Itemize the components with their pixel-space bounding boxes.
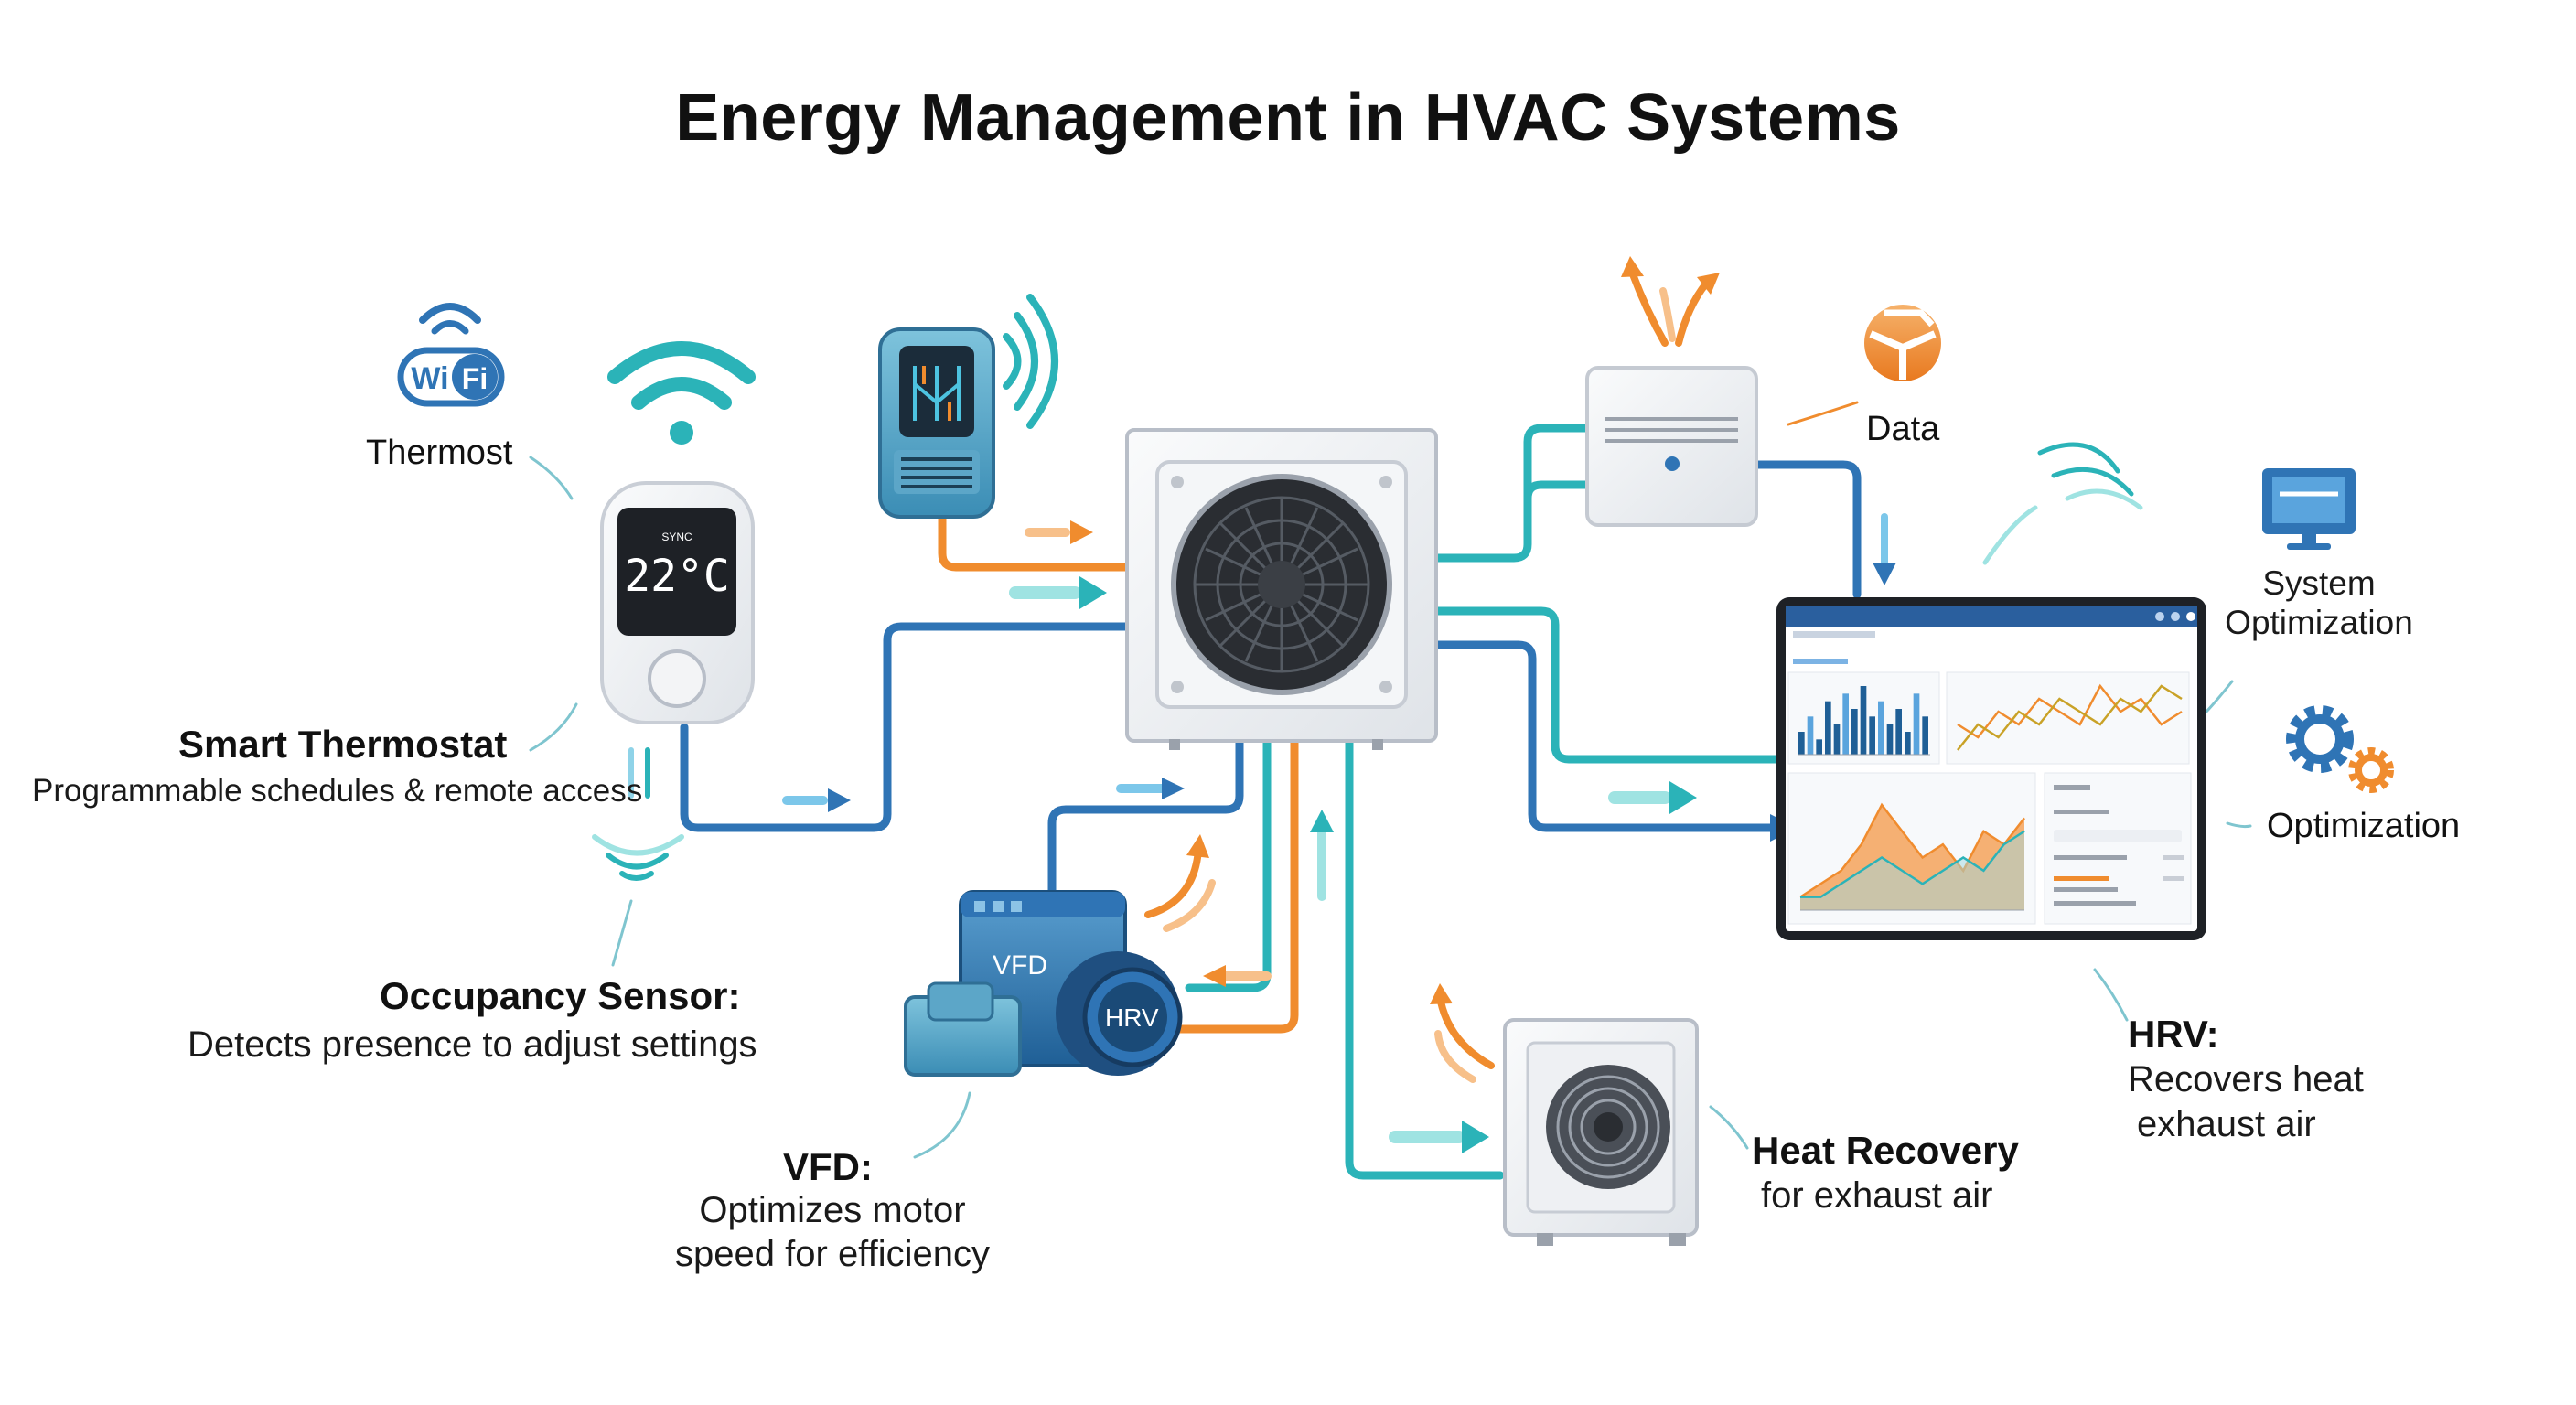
- flow-arrows: [782, 256, 1896, 1153]
- smart-thermostat-title: Smart Thermostat: [178, 723, 508, 766]
- monitor-icon: [2262, 468, 2356, 550]
- dashboard-line-chart: [1957, 683, 2183, 751]
- heat-recovery-desc: for exhaust air: [1761, 1175, 1993, 1216]
- heat-arrows-wall-unit: [1621, 256, 1720, 347]
- heat-recovery-title: Heat Recovery: [1752, 1129, 2019, 1172]
- system-optimization-line-2: Optimization: [2225, 604, 2413, 641]
- bar-mark: [1878, 701, 1884, 755]
- area-series-fill: [1800, 831, 2024, 910]
- thermostat-small-text: SYNC: [661, 531, 692, 543]
- bar-mark: [1895, 709, 1902, 755]
- heat-arrows-heat-recovery: [1430, 983, 1495, 1083]
- hrv-desc-line-2: exhaust air: [2137, 1104, 2316, 1144]
- data-label: Data: [1866, 410, 1940, 448]
- bar-mark: [1798, 732, 1805, 755]
- pipe-unit-to-heat-recovery: [1345, 736, 1505, 1180]
- wifi-logo-text-fi: Fi: [462, 362, 488, 395]
- page-title: Energy Management in HVAC Systems: [675, 81, 1901, 155]
- pipe-unit-to-hrv-teal: [1185, 736, 1272, 992]
- thermostat-wifi-icon: [607, 341, 756, 445]
- bar-mark: [1816, 739, 1822, 755]
- vfd-hrv-unit: [904, 890, 1183, 1077]
- occupancy-sensor-title: Occupancy Sensor:: [380, 974, 741, 1017]
- arrow-to-unit-blue: [782, 788, 851, 812]
- pipe-thermostat-to-unit: [680, 622, 1132, 832]
- line-series: [1957, 683, 2183, 739]
- arrow-vfd-blue: [1116, 778, 1185, 799]
- vfd-desc-line-2: speed for efficiency: [675, 1234, 990, 1274]
- vfd-title: VFD:: [783, 1145, 873, 1188]
- central-hvac-unit: [1125, 428, 1438, 750]
- bar-mark: [1807, 716, 1814, 755]
- pipe-unit-to-wall-unit: [1432, 424, 1592, 563]
- heat-recovery-unit: [1503, 1018, 1699, 1246]
- bar-mark: [1825, 701, 1831, 755]
- gears-icon: [2286, 705, 2394, 793]
- bar-mark: [1886, 724, 1894, 755]
- wifi-logo-icon: Wi Fi: [397, 303, 505, 407]
- bar-mark: [1860, 686, 1867, 755]
- hrv-title: HRV:: [2128, 1013, 2219, 1056]
- bar-mark: [1905, 732, 1911, 755]
- dashboard-bar-chart: [1798, 686, 1930, 756]
- pipe-wall-unit-to-dashboard: [1752, 460, 1862, 599]
- hrv-desc-line-1: Recovers heat: [2128, 1059, 2364, 1099]
- bar-mark: [1842, 693, 1849, 755]
- arrow-orange-1: [1025, 520, 1093, 544]
- arrow-heat-recovery-teal: [1389, 1121, 1489, 1153]
- pipe-sensor-to-unit: [938, 512, 1132, 572]
- pipe-unit-to-wall-unit-2: [1523, 480, 1592, 503]
- heat-arrows-vfd: [1144, 834, 1216, 932]
- bar-mark: [1852, 709, 1858, 755]
- bar-mark: [1913, 693, 1920, 755]
- hrv-badge: HRV: [1105, 1003, 1159, 1032]
- dashboard-tablet: [1776, 597, 2206, 940]
- pipe-unit-to-dashboard-blue: [1432, 640, 1784, 832]
- pipe-unit-to-vfd: [1047, 736, 1244, 896]
- sensor-signal-icon: [1003, 294, 1058, 429]
- dashboard-area-chart: [1799, 802, 2025, 911]
- bar-mark: [1922, 716, 1928, 755]
- arrow-up-teal: [1310, 810, 1334, 901]
- pipe-unit-to-hrv-orange: [1171, 736, 1299, 1034]
- wifi-logo-text-wi: Wi: [411, 361, 448, 396]
- area-series-line: [1800, 830, 2025, 898]
- data-icon: [1864, 305, 1941, 381]
- vfd-desc-line-1: Optimizes motor: [699, 1190, 966, 1230]
- optimization-label: Optimization: [2267, 807, 2461, 845]
- area-series-line: [1799, 802, 2025, 898]
- smart-thermostat-device: [600, 341, 756, 724]
- thermost-label: Thermost: [366, 434, 513, 472]
- pipe-unit-to-dashboard-teal: [1432, 606, 1784, 764]
- line-series: [1957, 684, 2183, 751]
- wall-unit: [1585, 366, 1758, 527]
- thermostat-temperature: 22°C: [624, 551, 730, 602]
- smart-thermostat-desc: Programmable schedules & remote access: [32, 773, 643, 809]
- occupancy-sensor-icon: [592, 747, 684, 881]
- vfd-badge: VFD: [993, 950, 1047, 981]
- arrow-hrv-orange: [1203, 965, 1272, 987]
- arrow-dashboard-teal: [1608, 781, 1697, 814]
- airflow-lines: [1982, 442, 2143, 565]
- bar-mark: [1869, 716, 1875, 755]
- system-optimization-line-1: System: [2262, 564, 2376, 602]
- bar-mark: [1833, 724, 1841, 755]
- dashboard-list: [2054, 785, 2184, 906]
- sensor-device: [878, 294, 1058, 519]
- occupancy-sensor-desc: Detects presence to adjust settings: [188, 1024, 757, 1065]
- arrow-down-data: [1873, 513, 1896, 585]
- arrow-teal-1: [1009, 576, 1107, 609]
